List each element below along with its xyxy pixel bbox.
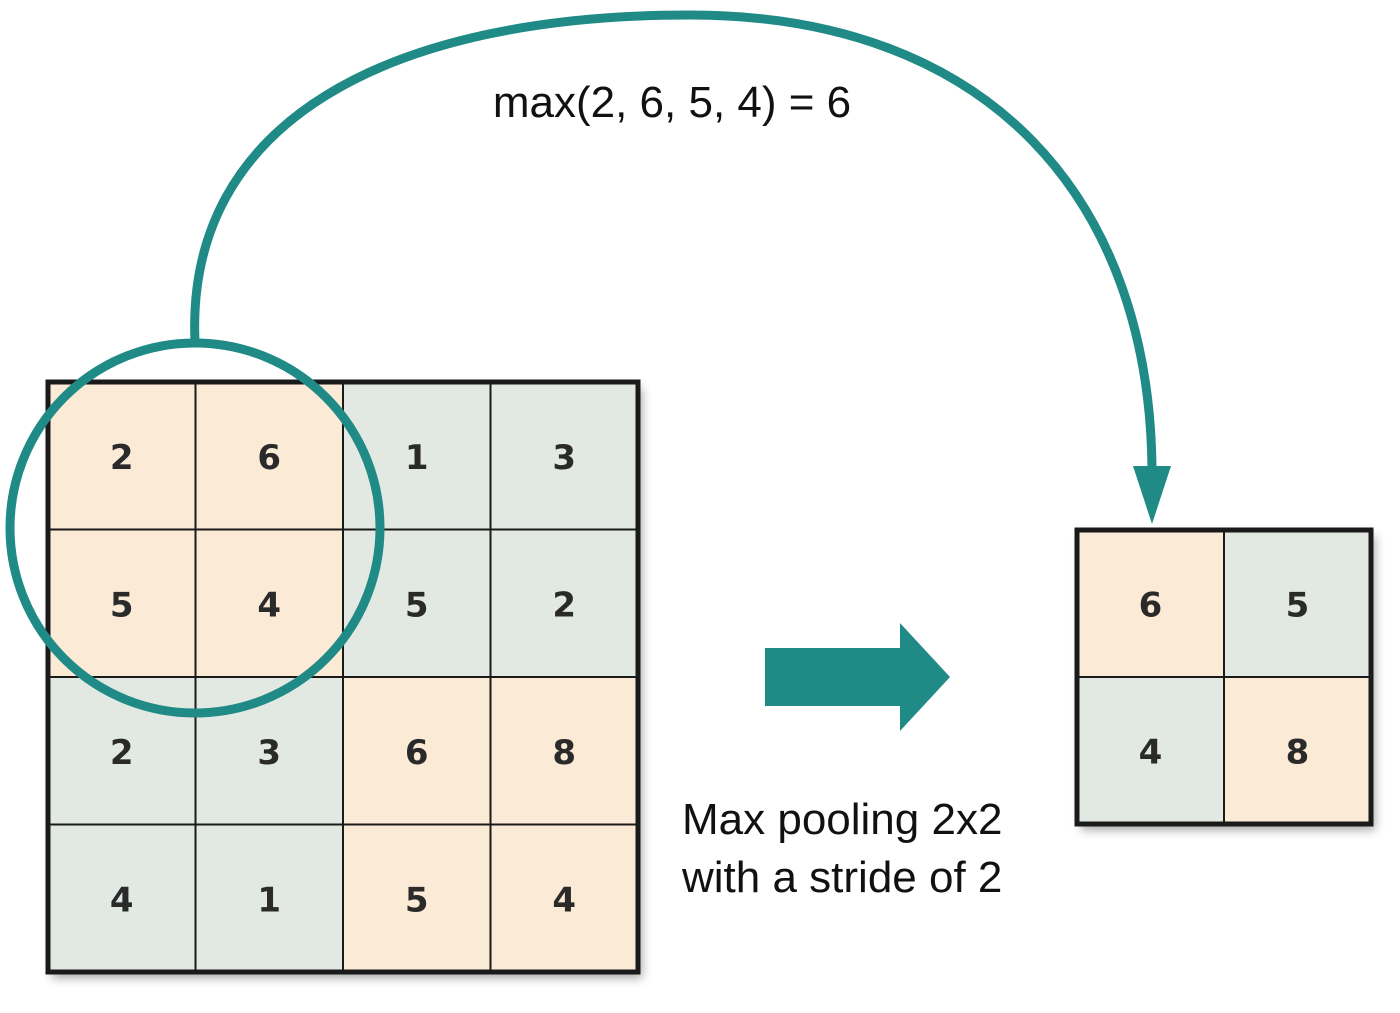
input-cell [489, 528, 639, 678]
input-grid: 2 6 1 3 5 4 5 2 2 3 6 8 4 1 5 4 [45, 379, 641, 975]
output-cell [1076, 529, 1225, 678]
output-border [1074, 527, 1374, 827]
pooling-window-circle [5, 338, 385, 718]
curved-arrow [190, 10, 1157, 471]
output-cell [1223, 676, 1372, 825]
input-cell [489, 676, 639, 826]
input-cell [194, 823, 344, 973]
input-border [45, 379, 641, 975]
input-cell-value: 2 [552, 585, 576, 625]
input-cell-value: 4 [257, 585, 281, 625]
output-cell [1223, 529, 1372, 678]
input-cell-value: 5 [405, 880, 429, 920]
input-cell-value: 3 [257, 733, 281, 773]
input-cell-value: 5 [110, 585, 134, 625]
input-cell [489, 823, 639, 973]
input-cell-value: 8 [552, 733, 576, 773]
output-cell [1076, 676, 1225, 825]
input-cell [47, 823, 197, 973]
output-cell-value: 5 [1286, 586, 1310, 626]
input-cell-value: 3 [552, 438, 576, 478]
output-cell-value: 8 [1286, 733, 1310, 773]
output-cell-value: 6 [1139, 586, 1163, 626]
output-cell-value: 4 [1139, 733, 1163, 773]
input-cell [47, 381, 197, 531]
curved-arrow-head [1133, 466, 1171, 524]
right-arrow-icon [765, 623, 950, 731]
input-cell-value: 1 [405, 438, 429, 478]
input-cell [342, 823, 492, 973]
input-cell-value: 5 [405, 585, 429, 625]
caption-line-1: Max pooling 2x2 [682, 795, 1002, 844]
output-grid: 6 5 4 8 [1074, 527, 1374, 827]
input-cell-value: 6 [257, 438, 281, 478]
formula-label: max(2, 6, 5, 4) = 6 [493, 78, 851, 127]
input-cell-value: 4 [110, 880, 134, 920]
input-cell-value: 2 [110, 733, 134, 773]
input-cell-value: 1 [257, 880, 281, 920]
caption-line-2: with a stride of 2 [681, 853, 1002, 902]
input-cell-value: 4 [552, 880, 576, 920]
input-cell-value: 6 [405, 733, 429, 773]
input-cell-value: 2 [110, 438, 134, 478]
